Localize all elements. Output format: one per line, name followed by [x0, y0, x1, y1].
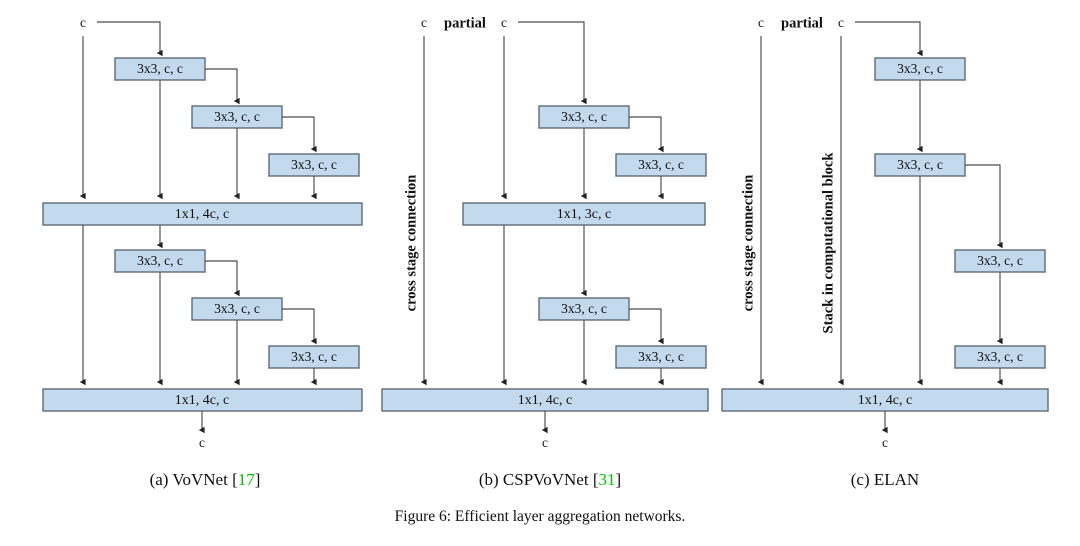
panel-b-agg-block-1: 1x1, 3c, c [462, 202, 706, 226]
panel-a-conv-block-5: 3x3, c, c [191, 297, 283, 321]
panel-a-agg-block-1-label: 1x1, 4c, c [175, 207, 229, 222]
panel-b-agg-block-2-label: 1x1, 4c, c [518, 393, 572, 408]
panel-c-edge-input-to-conv1 [855, 21, 923, 57]
panel-c-partial-label: partial [781, 15, 823, 31]
panel-c-input-label-c-right: c [838, 15, 844, 30]
panel-b-cross-stage-annotation: cross stage connection [403, 175, 419, 312]
panel-a-caption-bracket-close: ] [254, 470, 261, 489]
panel-a-caption: (a) VoVNet [17] [120, 470, 290, 490]
panel-c-output-label-c: c [882, 435, 888, 450]
panel-b-output-label-c: c [542, 435, 548, 450]
panel-b-edge-conv3-to-conv4 [629, 308, 664, 345]
panel-a-agg-block-2: 1x1, 4c, c [42, 388, 363, 412]
panel-c-conv-block-4-label: 3x3, c, c [977, 349, 1023, 364]
panel-a-conv-block-3-label: 3x3, c, c [291, 157, 337, 172]
panel-a-conv-block-5-label: 3x3, c, c [214, 301, 260, 316]
panel-b-conv-block-2: 3x3, c, c [615, 153, 707, 177]
panel-b-conv-block-1-label: 3x3, c, c [561, 109, 607, 124]
panel-a-output-label-c: c [199, 435, 205, 450]
panel-a-edge-conv4-to-conv5 [205, 260, 240, 297]
panel-a-edge-conv2-to-conv3 [282, 116, 317, 153]
panel-b-cspvovnet: c partial c cross stage connection 3x3, … [381, 15, 709, 450]
panel-b-caption-text: (b) CSPVoVNet [478, 470, 589, 489]
panel-a-vovnet: c 3x3, c, c 3x3, c, c [42, 15, 363, 450]
panel-a-conv-block-3: 3x3, c, c [268, 153, 360, 177]
panel-c-caption-text: (c) ELAN [850, 470, 920, 489]
panel-a-edge-conv1-to-conv2 [205, 68, 240, 105]
panel-b-edge-input-to-conv1 [518, 21, 587, 105]
panel-b-conv-block-3-label: 3x3, c, c [561, 301, 607, 316]
panel-b-caption-bracket-open: [ [588, 470, 599, 489]
panel-a-input-label-c: c [80, 15, 86, 30]
panel-a-conv-block-4: 3x3, c, c [114, 249, 206, 273]
panel-a-conv-block-1: 3x3, c, c [114, 57, 206, 81]
panel-b-input-label-c-left: c [421, 15, 427, 30]
panel-c-input-label-c-left: c [758, 15, 764, 30]
panel-c-stack-block-annotation: Stack in computational block [820, 152, 836, 334]
panel-a-edge-input-to-conv1 [97, 21, 163, 57]
panel-c-conv-block-3: 3x3, c, c [954, 249, 1046, 273]
panel-c-conv-block-4: 3x3, c, c [954, 345, 1046, 369]
panel-b-conv-block-3: 3x3, c, c [538, 297, 630, 321]
panel-b-caption-bracket-close: ] [615, 470, 622, 489]
panel-a-agg-block-1: 1x1, 4c, c [42, 202, 363, 226]
panel-a-conv-block-2: 3x3, c, c [191, 105, 283, 129]
panel-c-conv-block-2-label: 3x3, c, c [897, 157, 943, 172]
panel-a-conv-block-6: 3x3, c, c [268, 345, 360, 369]
panel-c-conv-block-1-label: 3x3, c, c [897, 61, 943, 76]
panel-c-elan: c partial c cross stage connection Stack… [721, 15, 1049, 450]
panel-a-conv-block-1-label: 3x3, c, c [137, 61, 183, 76]
panel-a-conv-block-2-label: 3x3, c, c [214, 109, 260, 124]
panel-c-conv-block-2: 3x3, c, c [874, 153, 966, 177]
panel-c-edge-conv2-to-conv3 [965, 164, 1003, 249]
panel-b-conv-block-4: 3x3, c, c [615, 345, 707, 369]
panel-a-caption-text: (a) VoVNet [149, 470, 228, 489]
panel-b-citation[interactable]: 31 [598, 470, 616, 489]
panel-c-agg-block-1: 1x1, 4c, c [721, 388, 1049, 412]
panel-a-agg-block-2-label: 1x1, 4c, c [175, 393, 229, 408]
panel-b-agg-block-1-label: 1x1, 3c, c [557, 207, 611, 222]
panel-b-conv-block-2-label: 3x3, c, c [638, 157, 684, 172]
panel-b-partial-label: partial [444, 15, 486, 31]
panel-b-input-label-c-right: c [501, 15, 507, 30]
panel-a-caption-bracket-open: [ [227, 470, 238, 489]
panel-a-conv-block-4-label: 3x3, c, c [137, 253, 183, 268]
panel-b-conv-block-4-label: 3x3, c, c [638, 349, 684, 364]
panel-c-conv-block-3-label: 3x3, c, c [977, 253, 1023, 268]
figure-caption: Figure 6: Efficient layer aggregation ne… [0, 508, 1080, 526]
panel-b-edge-conv1-to-conv2 [629, 116, 664, 153]
panel-c-caption: (c) ELAN [805, 470, 965, 490]
panel-b-conv-block-1: 3x3, c, c [538, 105, 630, 129]
panel-b-agg-block-2: 1x1, 4c, c [381, 388, 709, 412]
figure-caption-text: Figure 6: Efficient layer aggregation ne… [394, 508, 686, 525]
panel-c-agg-block-1-label: 1x1, 4c, c [858, 393, 912, 408]
panel-c-cross-stage-annotation: cross stage connection [740, 175, 756, 312]
panel-a-conv-block-6-label: 3x3, c, c [291, 349, 337, 364]
panel-b-caption: (b) CSPVoVNet [31] [455, 470, 645, 490]
panel-c-conv-block-1: 3x3, c, c [874, 57, 966, 81]
panel-a-citation[interactable]: 17 [237, 470, 255, 489]
panel-a-edge-conv5-to-conv6 [282, 308, 317, 345]
